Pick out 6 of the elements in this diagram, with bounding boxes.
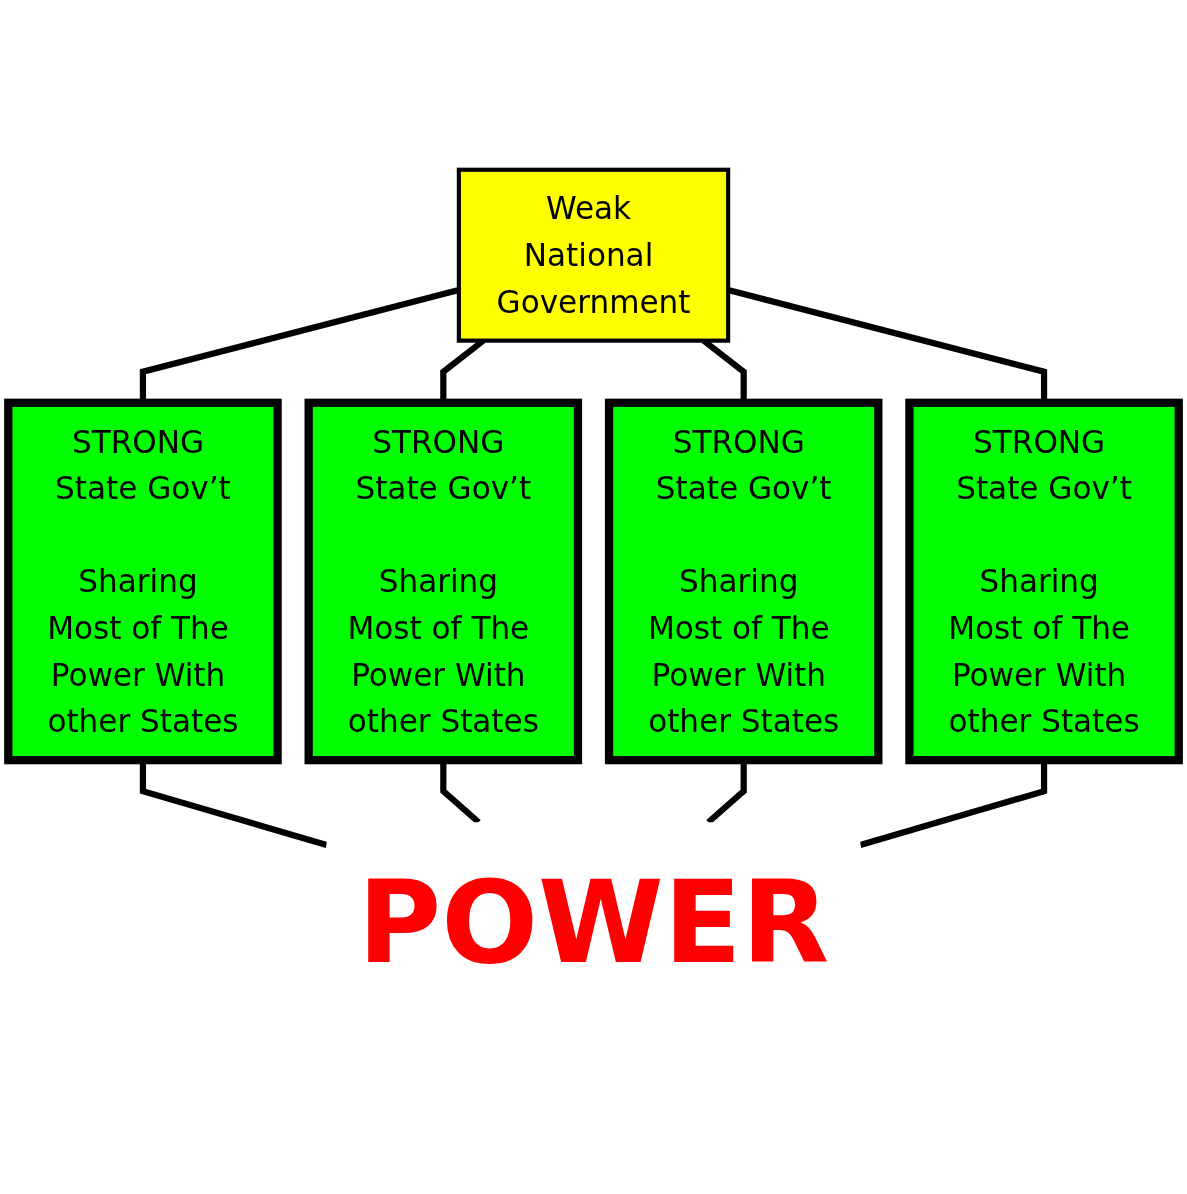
node-box: STRONG State Gov’t Sharing Most of The Power With other States xyxy=(604,398,883,765)
node-box: STRONG State Gov’t Sharing Most of The Power With other States xyxy=(4,398,282,765)
node-box: STRONG State Gov’t Sharing Most of The Power With other States xyxy=(304,398,583,765)
node-box: STRONG State Gov’t Sharing Most of The Power With other States xyxy=(905,398,1183,765)
node-box: Weak National Government xyxy=(456,167,731,343)
node-text: POWER xyxy=(357,856,830,990)
